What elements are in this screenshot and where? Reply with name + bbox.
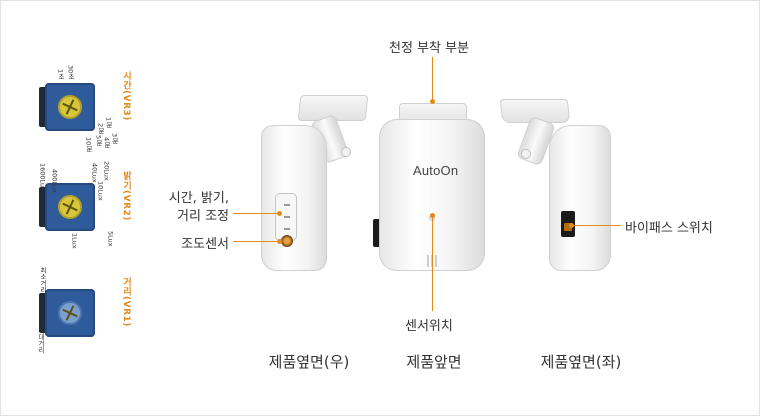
caption-right-side: 제품옆면(우) xyxy=(268,353,350,371)
dial-time-tick: 3분 xyxy=(110,133,119,144)
dial-brightness-tick: 10Lux xyxy=(96,181,105,201)
light-sensor xyxy=(281,235,293,247)
device-right-side xyxy=(259,95,369,275)
dial-time-tick: 10분 xyxy=(84,137,93,152)
dial-distance-body xyxy=(39,289,95,337)
callout-line xyxy=(233,241,279,242)
vent-slot xyxy=(427,255,429,267)
dial-brightness-title: 밝기(VR2) xyxy=(121,171,131,221)
dial-distance-title: 거리(VR1) xyxy=(121,277,131,327)
dial-brightness-tick: 40Lux xyxy=(90,163,99,183)
dial-time: 시간(VR3) 1초 30초 1분 2분 3분 4분 5분 10분 xyxy=(37,63,137,152)
callout-pin xyxy=(277,211,282,216)
device-left-side xyxy=(499,97,615,275)
callout-bypass-switch: 바이패스 스위치 xyxy=(625,221,713,236)
vent-slot xyxy=(435,255,437,267)
device-front: AutoOn xyxy=(373,99,493,277)
callout-light-sensor: 조도센서 xyxy=(181,237,229,252)
callout-line xyxy=(432,217,433,311)
callout-pin xyxy=(430,213,435,218)
dial-distance: 거리(VR1) 최소거리 최대거리 xyxy=(36,267,137,357)
dial-time-body xyxy=(39,83,95,131)
dial-distance-knob xyxy=(58,301,82,325)
control-mark xyxy=(284,204,290,206)
dial-brightness-tick: 5Lux xyxy=(106,231,115,247)
screw xyxy=(521,149,531,159)
callout-line xyxy=(432,57,433,101)
dial-time-tick: 1분 xyxy=(104,117,113,128)
device-body xyxy=(549,125,611,271)
bypass-switch xyxy=(561,211,575,237)
callout-distance-adjust: 거리 조정 xyxy=(177,209,229,224)
dial-time-knob xyxy=(58,95,82,119)
dial-distance-tick: 최소거리 xyxy=(38,267,47,293)
control-mark xyxy=(284,228,290,230)
control-mark xyxy=(284,216,290,218)
callout-sensor-position: 센서위치 xyxy=(405,319,453,334)
control-panel xyxy=(275,193,297,241)
dial-panel: 시간(VR3) 1초 30초 1분 2분 3분 4분 5분 10분 밝기(VR2… xyxy=(37,63,137,363)
dial-brightness-tick: 400Lux xyxy=(50,169,59,193)
dial-brightness: 밝기(VR2) 1600Lux 400Lux 40Lux 20Lux 10Lux… xyxy=(37,161,137,251)
callout-line xyxy=(571,225,621,226)
callout-time-brightness: 시간, 밝기, xyxy=(168,191,229,206)
dial-brightness-knob xyxy=(58,195,82,219)
caption-left-side: 제품옆면(좌) xyxy=(540,353,622,371)
dial-time-tick: 1초 xyxy=(56,69,65,80)
dial-brightness-body xyxy=(39,183,95,231)
dial-time-tick: 2분 xyxy=(96,123,105,134)
dial-time-title: 시간(VR3) xyxy=(121,71,131,121)
dial-time-tick: 4분 xyxy=(102,137,111,148)
callout-pin xyxy=(277,239,282,244)
dial-brightness-tick: 20Lux xyxy=(102,161,111,181)
dial-brightness-tick: 1600Lux xyxy=(38,163,47,192)
callout-pin xyxy=(569,223,574,228)
dial-distance-tick: 최대거리 xyxy=(36,327,45,353)
brand-logo: AutoOn xyxy=(413,163,459,178)
callout-line xyxy=(233,213,279,214)
caption-front: 제품앞면 xyxy=(406,353,462,371)
dial-time-tick: 5분 xyxy=(94,135,103,146)
side-switch-stub xyxy=(373,219,383,247)
dial-time-tick: 30초 xyxy=(66,65,75,80)
callout-pin xyxy=(430,99,435,104)
dial-brightness-tick: 1Lux xyxy=(70,233,79,249)
callout-ceiling-mount: 천정 부착 부분 xyxy=(389,41,470,56)
screw xyxy=(341,147,351,157)
